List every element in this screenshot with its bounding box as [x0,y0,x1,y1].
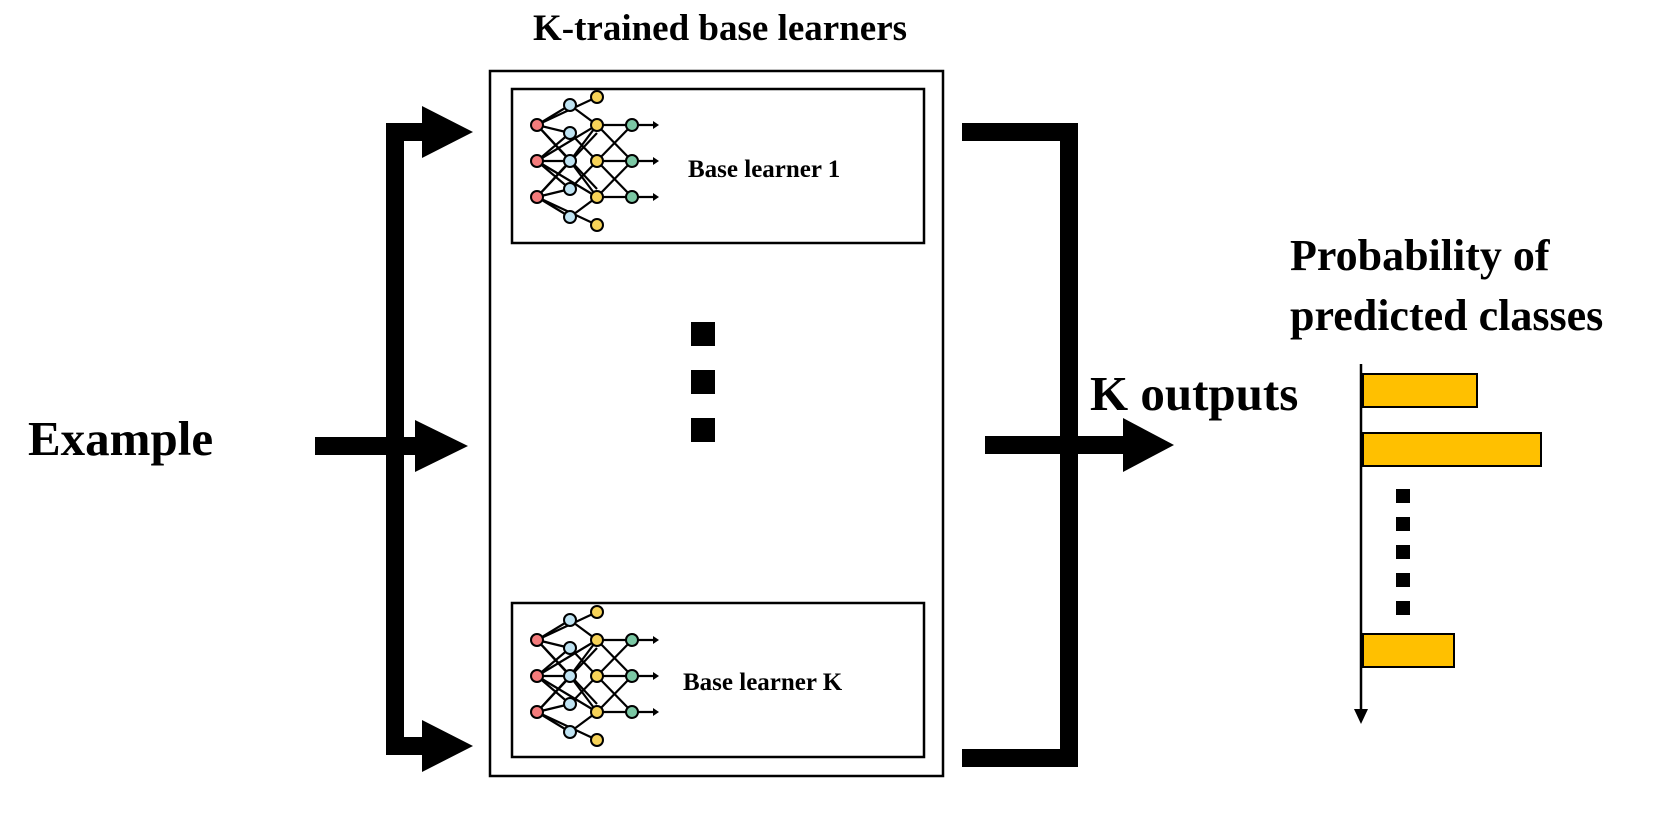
outputs-label: K outputs [1090,366,1298,421]
base-learner-k-box: Base learner K [510,601,926,759]
base-learner-1-label: Base learner 1 [688,156,840,183]
ellipsis-dots [691,322,715,442]
input-label: Example [28,411,213,466]
distribution-bracket [386,106,473,772]
base-learners-container [488,69,945,778]
base-learner-1-box: Base learner 1 [510,87,926,245]
bar-ellipsis-dots [1396,489,1410,615]
probability-bar [1362,432,1542,467]
probability-title: Probability of predicted classes [1290,231,1603,340]
probability-axis [1354,364,1368,724]
base-learner-k-label: Base learner K [683,669,843,696]
probability-bars [1362,373,1542,668]
probability-title-line-1: Probability of [1290,231,1551,280]
probability-title-line-2: predicted classes [1290,291,1603,340]
diagram-title: K-trained base learners [533,8,907,49]
probability-bar [1362,633,1455,668]
probability-bar [1362,373,1478,408]
output-arrow [985,418,1174,472]
